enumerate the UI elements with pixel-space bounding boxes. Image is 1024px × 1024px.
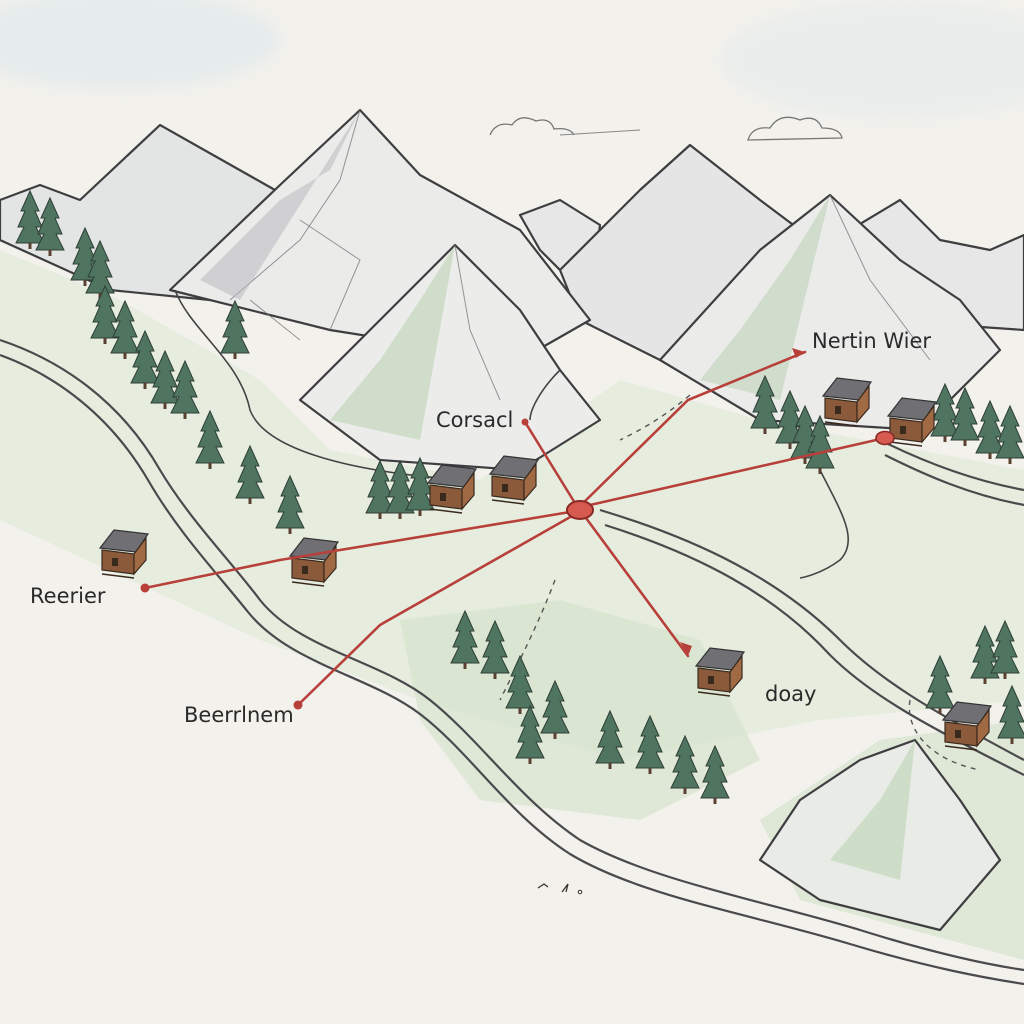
label-beerrlnem: Beerrlnem	[184, 703, 294, 727]
routes	[140, 348, 895, 710]
label-doay: doay	[765, 682, 816, 706]
cloud-icon	[489, 117, 575, 136]
road	[879, 439, 1024, 492]
trail	[174, 289, 441, 479]
road	[0, 338, 1024, 972]
route-hub-marker	[875, 430, 895, 446]
route-to-nertin-wier	[576, 350, 807, 510]
trail	[799, 469, 850, 579]
road	[599, 508, 1024, 761]
trail	[619, 394, 691, 441]
label-nertin-wier: Nertin Wier	[812, 329, 931, 353]
arrowhead	[680, 642, 692, 656]
route-to-reerier	[143, 510, 572, 590]
route-endpoint	[521, 418, 529, 426]
route-hub-marker	[566, 500, 594, 520]
arrowhead	[792, 348, 805, 358]
route-to-doay	[584, 516, 690, 658]
road	[604, 523, 1024, 776]
trail	[529, 369, 561, 421]
route-endpoint	[293, 700, 303, 710]
route-to-east-hub	[588, 436, 887, 507]
road	[884, 454, 1024, 507]
road	[0, 353, 1024, 986]
cloud-icon	[747, 116, 843, 141]
route-endpoint	[140, 583, 150, 593]
bird-mark	[537, 883, 569, 893]
label-reerier: Reerier	[30, 584, 106, 608]
trail	[499, 579, 556, 701]
trail	[908, 699, 981, 771]
label-corsacl: Corsacl	[436, 408, 513, 432]
route-to-beerrlnem	[296, 514, 574, 707]
meadow	[0, 250, 1024, 760]
route-to-corsacl	[523, 420, 580, 510]
